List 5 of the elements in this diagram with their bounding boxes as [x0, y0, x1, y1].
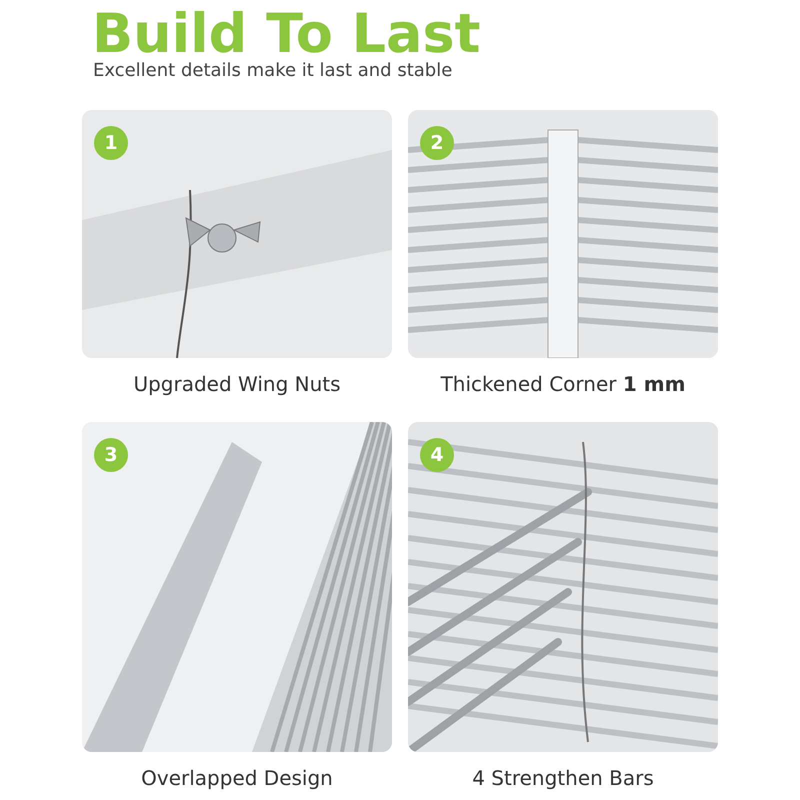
feature-caption: Upgraded Wing Nuts	[132, 372, 342, 396]
feature-caption: Thickened Corner 1 mm	[440, 372, 686, 396]
feature-caption: 4 Strengthen Bars	[471, 766, 655, 790]
feature-caption: Overlapped Design	[140, 766, 334, 790]
subtitle: Excellent details make it last and stable	[93, 60, 452, 81]
